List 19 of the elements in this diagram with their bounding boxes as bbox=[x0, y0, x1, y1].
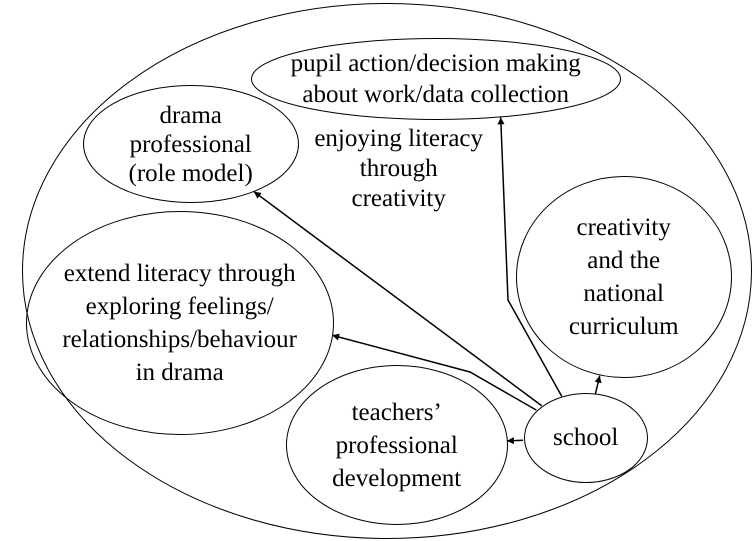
arrow bbox=[506, 437, 524, 444]
node-label: pupil action/decision making about work/data collection bbox=[290, 49, 582, 110]
ellipse-node bbox=[26, 211, 334, 436]
arrow bbox=[332, 334, 537, 411]
ellipse-node bbox=[524, 393, 648, 484]
node-label: drama professional (role model) bbox=[128, 100, 254, 188]
node-label: creativity and the national curriculum bbox=[568, 213, 680, 342]
arrow bbox=[594, 375, 602, 394]
ellipse-node bbox=[22, 3, 752, 540]
node-label: enjoying literacy through creativity bbox=[313, 124, 484, 214]
ellipse-node bbox=[516, 176, 732, 378]
node-label: school bbox=[553, 423, 618, 454]
ellipse-node bbox=[82, 85, 299, 204]
arrow bbox=[253, 190, 542, 406]
arrow bbox=[497, 117, 562, 397]
node-label: extend literacy through exploring feelings/ relationships/behaviour in drama bbox=[61, 259, 298, 388]
ellipse-node bbox=[250, 38, 621, 120]
node-label: teachers’ professional development bbox=[331, 398, 462, 494]
ellipse-node bbox=[286, 365, 508, 526]
